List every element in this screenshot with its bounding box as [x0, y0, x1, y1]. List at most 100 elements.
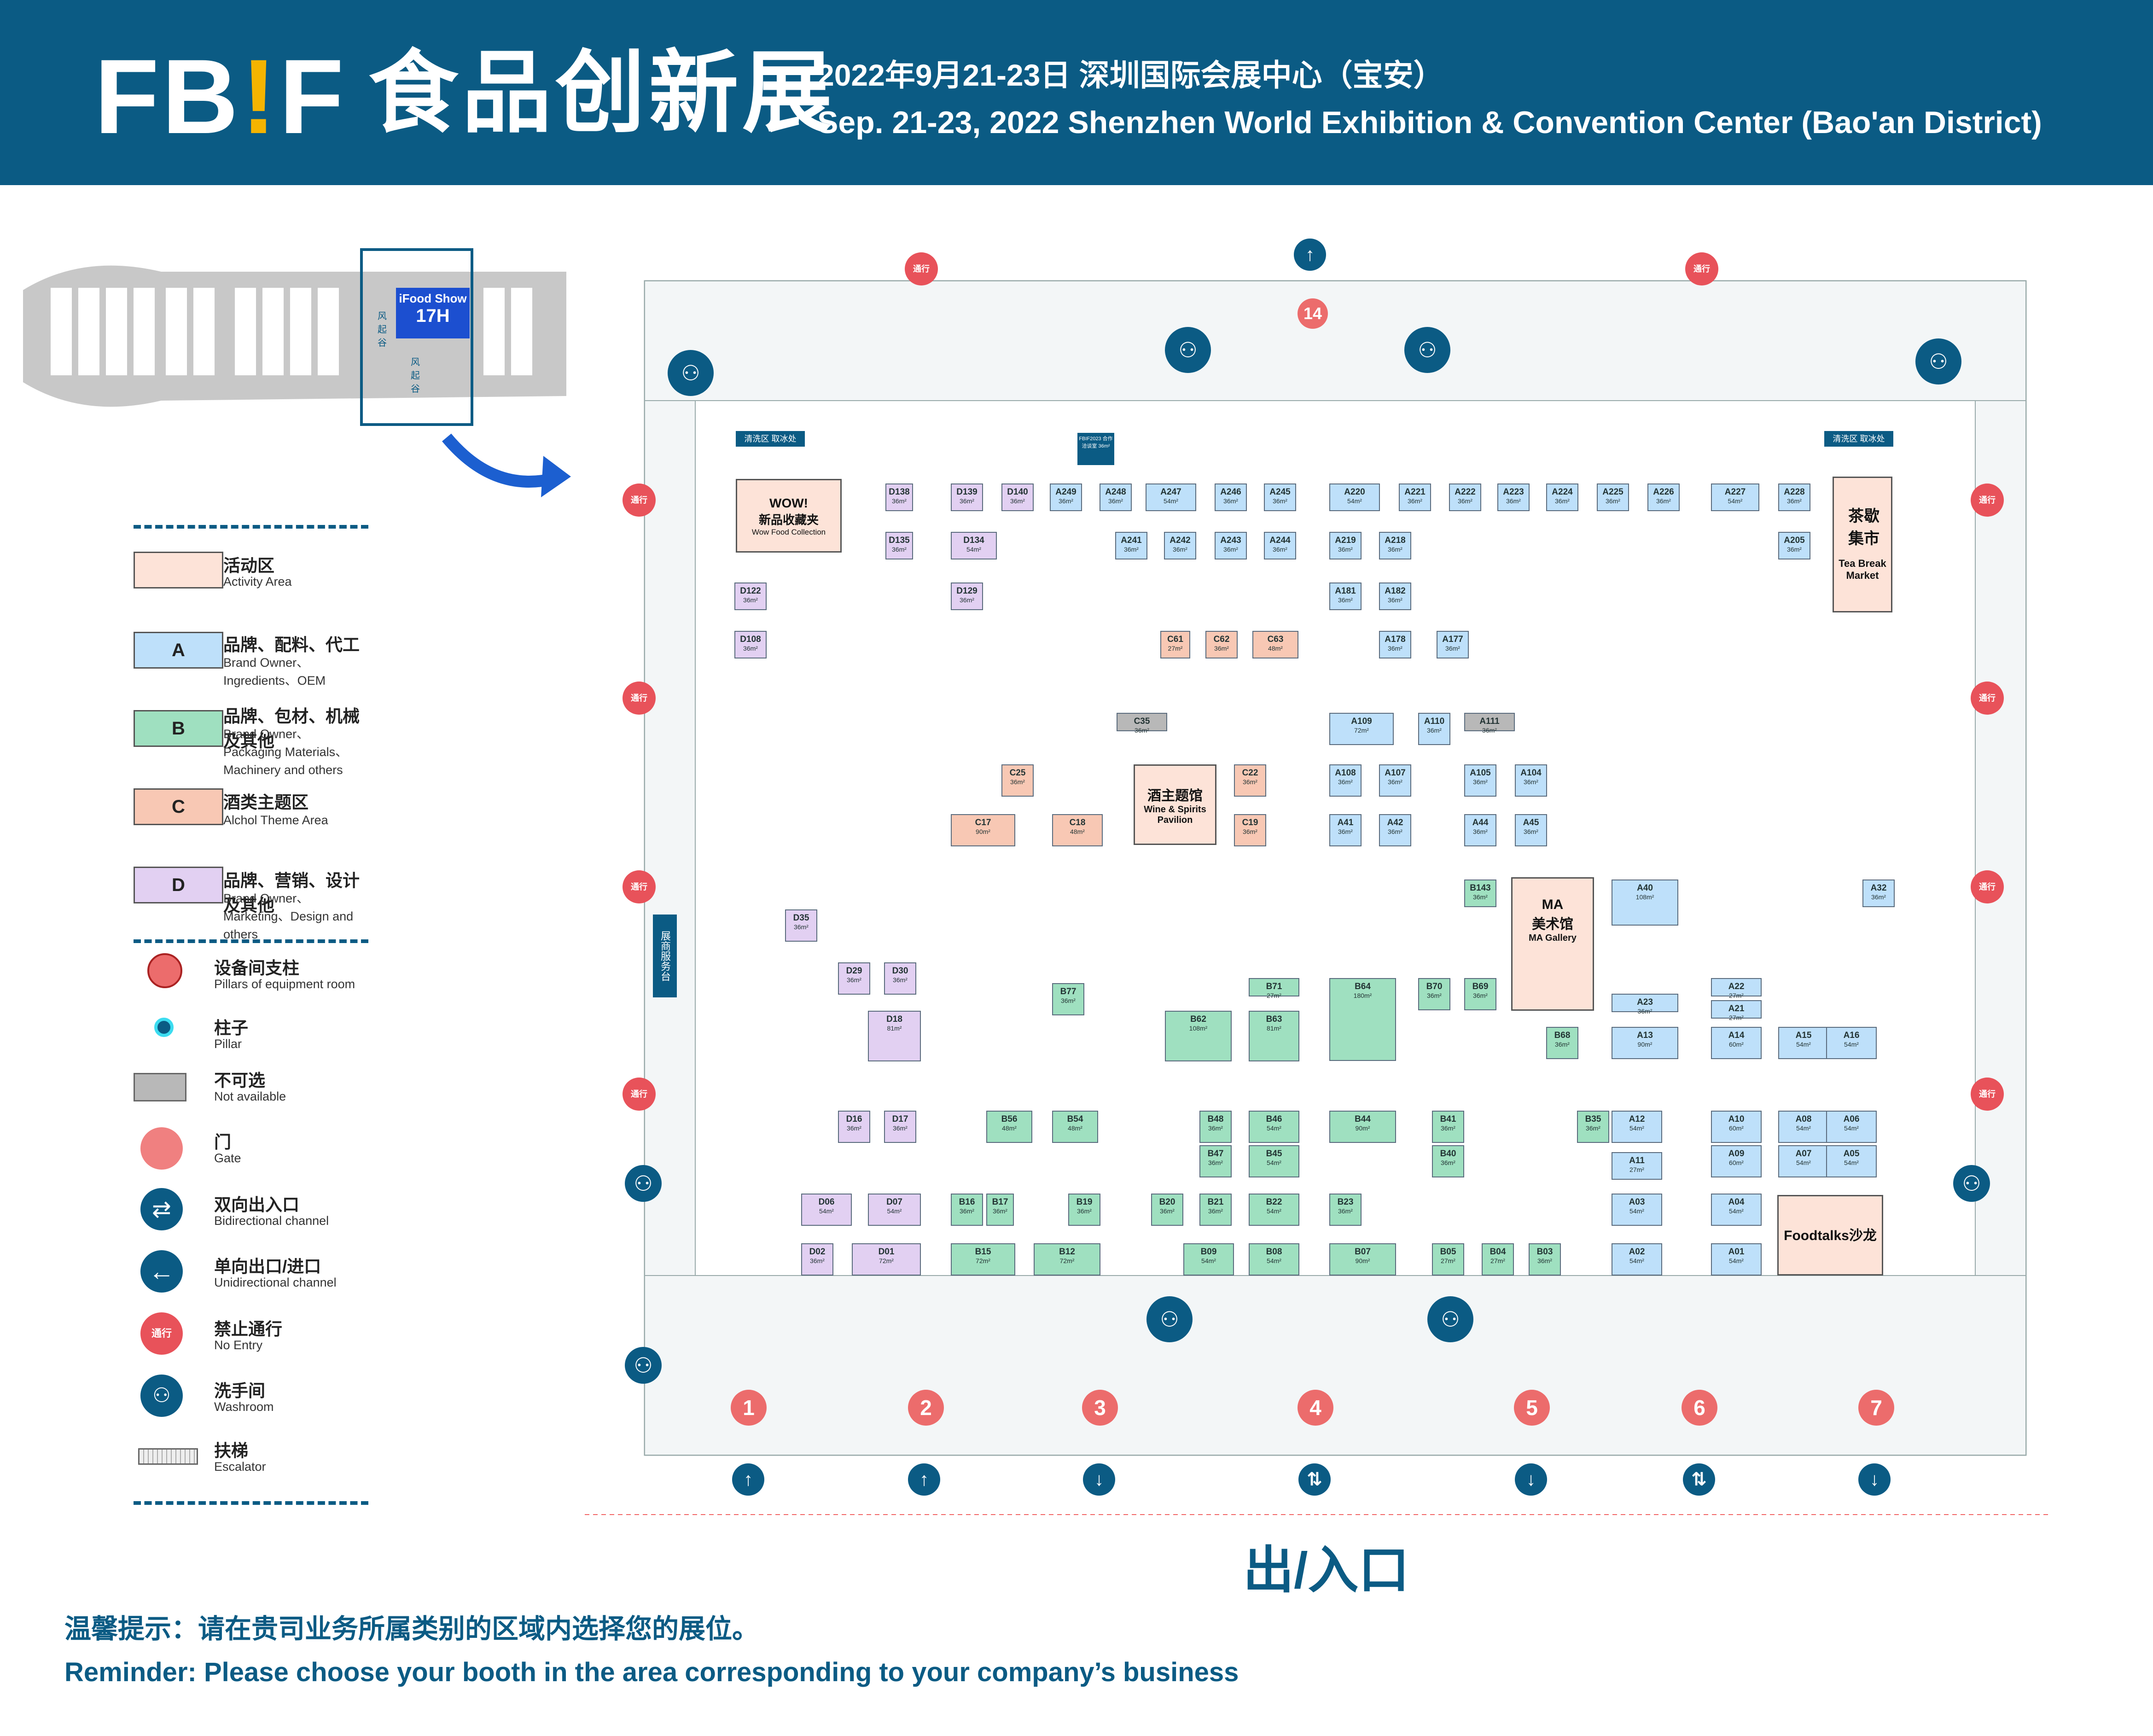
- gate-1[interactable]: 1: [731, 1390, 767, 1426]
- exit-arrow-icon[interactable]: ↓: [1083, 1463, 1115, 1496]
- gate-2[interactable]: 2: [908, 1390, 944, 1426]
- service-desk[interactable]: 展商服务台: [653, 915, 677, 997]
- exit-arrow-icon[interactable]: ↓: [1515, 1463, 1547, 1496]
- gate-7[interactable]: 7: [1858, 1390, 1894, 1426]
- entrance-arrow-icon[interactable]: ↑: [908, 1463, 940, 1496]
- bidirectional-arrow-icon[interactable]: ⇅: [1683, 1463, 1715, 1496]
- bidirectional-arrow-icon[interactable]: ⇅: [1298, 1463, 1331, 1496]
- tea-break-market-area[interactable]: 茶歇集市 Tea Break Market: [1833, 477, 1892, 612]
- wow-food-collection-area[interactable]: WOW! 新品收藏夹 Wow Food Collection: [736, 479, 842, 553]
- gate-6[interactable]: 6: [1682, 1390, 1717, 1426]
- ma-gallery-area[interactable]: MA 美术馆 MA Gallery: [1511, 877, 1594, 1011]
- entrance-arrow-icon[interactable]: ↑: [732, 1463, 764, 1496]
